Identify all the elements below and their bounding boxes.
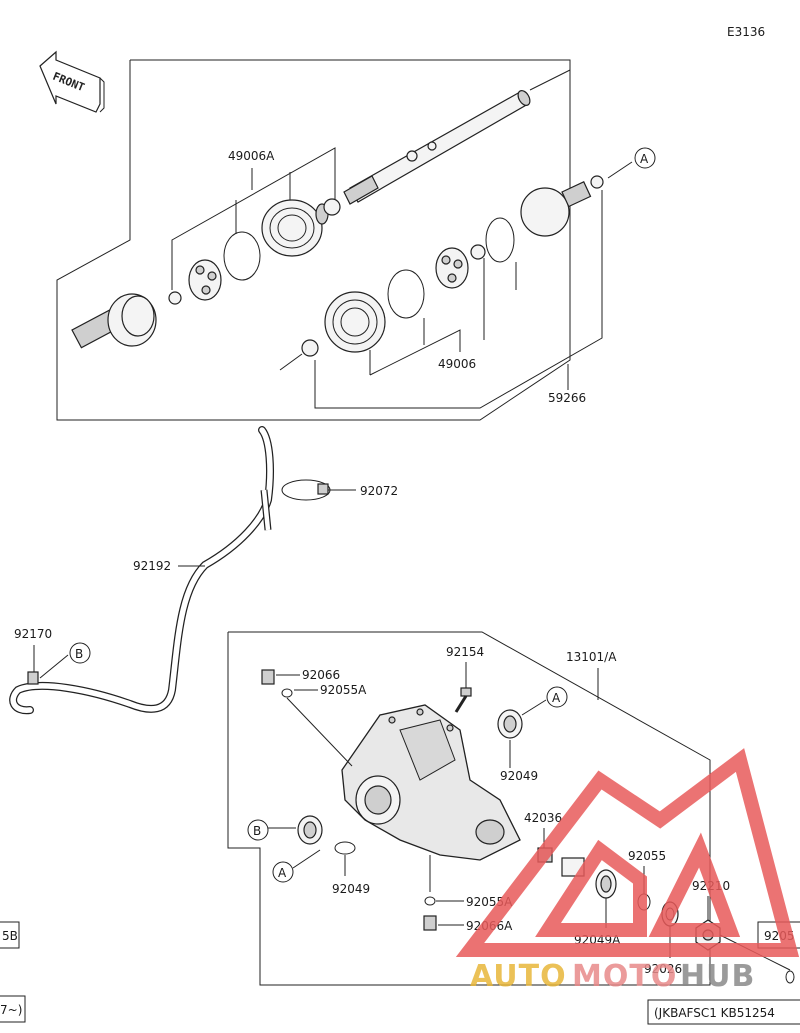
boot-lower bbox=[324, 291, 386, 353]
diagram-code: E3136 bbox=[727, 25, 765, 39]
label-92170: 92170 bbox=[14, 627, 52, 641]
ref-circle-b-left: B bbox=[69, 642, 91, 664]
svg-text:A: A bbox=[640, 152, 649, 166]
drain-plug-top bbox=[261, 669, 275, 685]
front-arrow-icon: FRONT bbox=[39, 50, 105, 113]
seal-92049A bbox=[595, 869, 617, 899]
circlip-small bbox=[590, 175, 604, 189]
tripod-joint-upper bbox=[188, 259, 222, 301]
hose-clamp-92170 bbox=[27, 671, 39, 685]
label-92055: 92055 bbox=[628, 849, 666, 863]
ref-circle-a-top: A bbox=[634, 147, 656, 169]
differential-housing bbox=[341, 704, 521, 861]
svg-text:A: A bbox=[278, 866, 287, 880]
label-42036: 42036 bbox=[524, 811, 562, 825]
breather-hose bbox=[9, 426, 274, 715]
snap-ring-left bbox=[168, 291, 182, 305]
boot-clamp-lower bbox=[301, 339, 319, 357]
inner-cv-housing bbox=[520, 181, 592, 237]
boot-clamp-upper bbox=[323, 198, 341, 216]
oil-seal-left bbox=[297, 815, 323, 845]
o-ring-bottom bbox=[424, 896, 436, 906]
label-92049-left: 92049 bbox=[332, 882, 370, 896]
label-92066: 92066 bbox=[302, 668, 340, 682]
edge-label-left-top: 5B bbox=[2, 929, 18, 943]
label-49006A: 49006A bbox=[228, 149, 275, 163]
footer-code: (JKBAFSC1 KB51254 bbox=[654, 1006, 775, 1020]
tripod-joint-lower bbox=[435, 247, 469, 289]
inner-shaft bbox=[343, 69, 571, 205]
oil-seal-right bbox=[497, 709, 523, 739]
edge-label-left-bottom: 7~) bbox=[0, 1003, 22, 1017]
svg-text:B: B bbox=[253, 824, 261, 838]
svg-text:A: A bbox=[552, 691, 561, 705]
upper-assembly-frame bbox=[56, 59, 571, 421]
hose-clip bbox=[281, 479, 356, 501]
o-ring-top bbox=[281, 688, 293, 698]
bolt-92154 bbox=[454, 687, 472, 713]
circlip-large bbox=[485, 217, 515, 263]
label-92049-right: 92049 bbox=[500, 769, 538, 783]
label-59266: 59266 bbox=[548, 391, 586, 405]
label-13101A: 13101/A bbox=[566, 650, 617, 664]
ref-circle-a-mid: A bbox=[546, 686, 568, 708]
label-92072: 92072 bbox=[360, 484, 398, 498]
watermark-auto: AUTO bbox=[470, 959, 567, 994]
label-49006: 49006 bbox=[438, 357, 476, 371]
drain-plug-bottom bbox=[423, 915, 437, 931]
boot-band-lower bbox=[387, 269, 425, 319]
lower-assembly-frame bbox=[227, 631, 711, 986]
watermark-hub: HUB bbox=[680, 959, 755, 994]
outer-cv-joint-left bbox=[71, 293, 157, 349]
label-92154: 92154 bbox=[446, 645, 484, 659]
label-92192: 92192 bbox=[133, 559, 171, 573]
ref-circle-a-left: A bbox=[272, 861, 294, 883]
snap-ring-lower bbox=[470, 244, 486, 260]
leaders-upper bbox=[171, 147, 633, 409]
o-ring-small-right bbox=[785, 970, 795, 984]
label-92026: 92026 bbox=[644, 962, 682, 976]
automotohub-logo: AUTO MOTO HUB bbox=[455, 748, 800, 994]
boot-upper bbox=[261, 199, 329, 257]
svg-text:B: B bbox=[75, 647, 83, 661]
boot-band-upper bbox=[223, 231, 261, 281]
watermark-moto: MOTO bbox=[572, 959, 677, 994]
label-92055A-top: 92055A bbox=[320, 683, 367, 697]
ref-circle-b-mid: B bbox=[247, 819, 269, 841]
